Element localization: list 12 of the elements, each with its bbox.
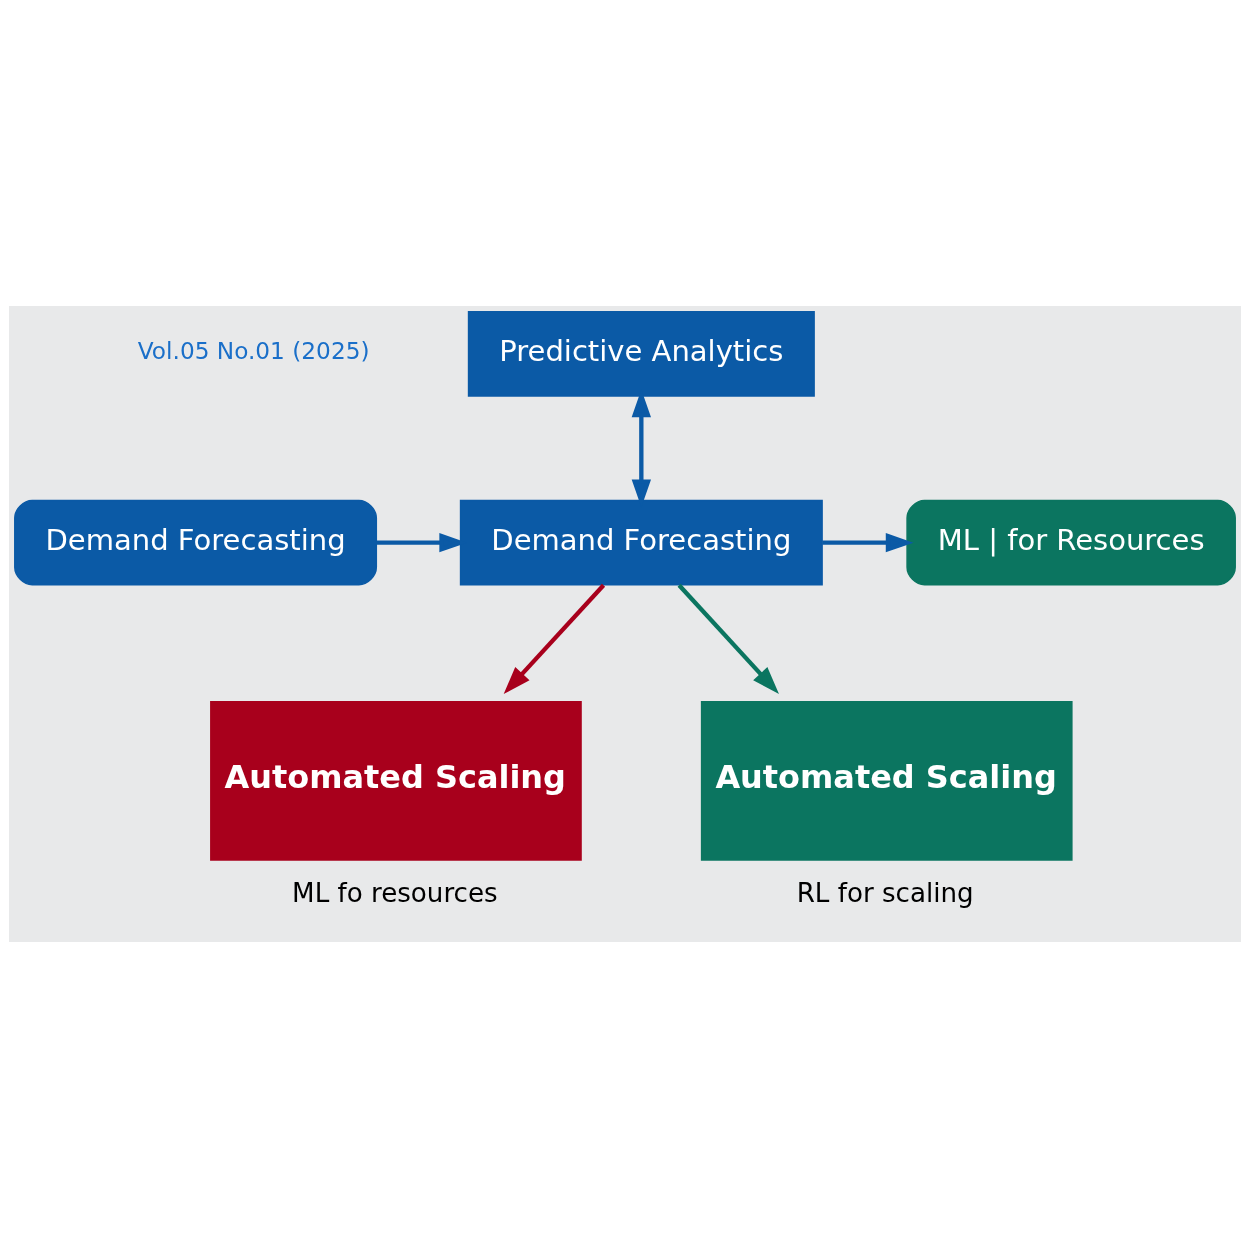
node-box: Predictive Analytics [467,310,815,397]
node-box: Demand Forecasting [459,499,823,585]
arrow [822,532,914,552]
node-box: ML | for Resources [906,499,1236,585]
arrow [677,583,779,694]
node-label: ML fo resources [292,877,498,908]
node-label: RL for scaling [796,877,974,908]
node-box: Automated Scaling [210,700,582,861]
node-box: Demand Forecasting [14,499,378,585]
label: Vol.05 No.01 (2025) [137,336,370,364]
arrow [503,583,606,694]
node-box: Automated Scaling [700,700,1073,861]
